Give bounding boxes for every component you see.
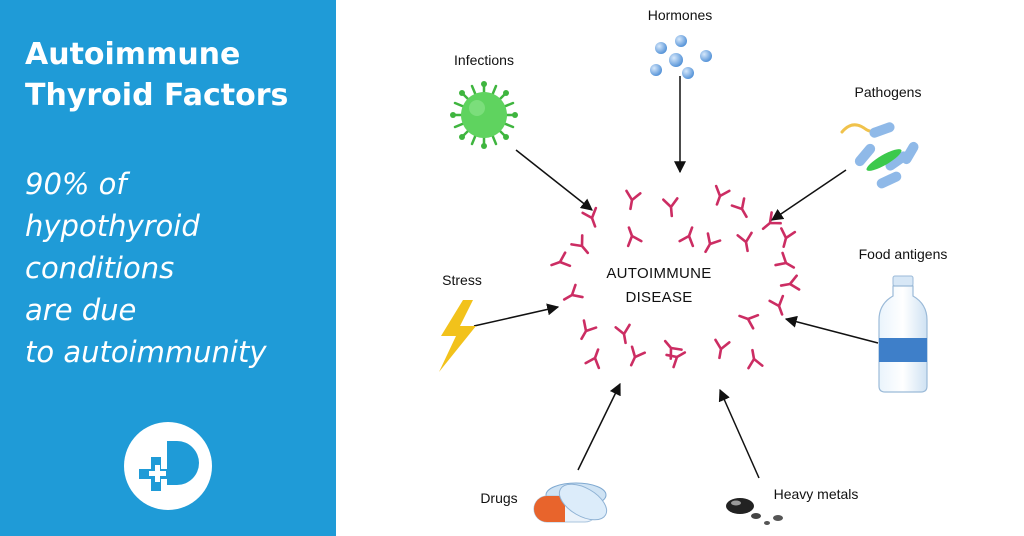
arrow-stress [473, 303, 560, 327]
antibody-icon [547, 251, 572, 273]
factor-label-drugs: Drugs [480, 490, 517, 506]
antibody-icon [621, 223, 643, 248]
antibody-icon [730, 197, 754, 222]
factor-label-heavy-metals: Heavy metals [774, 486, 859, 502]
statement-line: to autoimmunity [25, 335, 267, 369]
antibody-icon [662, 197, 681, 218]
center-label-line-2: DISEASE [625, 289, 692, 306]
factor-label-food-antigens: Food antigens [859, 246, 948, 262]
page-title: Autoimmune Thyroid Factors [25, 34, 288, 116]
antibody-icon [736, 231, 756, 254]
factor-label-stress: Stress [442, 272, 482, 288]
antibody-icon [622, 189, 642, 212]
lightning-bolt-icon [439, 300, 476, 372]
antibody-icon [735, 308, 760, 330]
antibody-icon [744, 347, 764, 370]
center-label-line-1: AUTOIMMUNE [606, 265, 711, 282]
antibody-icon [574, 319, 598, 344]
antibody-icon [623, 345, 647, 370]
metal-droplets-icon [726, 498, 783, 525]
hormone-molecules-icon [650, 35, 712, 79]
antibody-icon [774, 251, 799, 275]
factor-label-infections: Infections [454, 52, 514, 68]
title-line-1: Autoimmune [25, 37, 241, 72]
milk-bottle-icon [878, 275, 928, 393]
antibody-icon [775, 227, 797, 250]
antibody-icon [678, 223, 700, 248]
antibody-icon [581, 206, 603, 231]
factor-label-pathogens: Pathogens [855, 84, 922, 100]
title-line-2: Thyroid Factors [25, 78, 289, 113]
arrow-heavy-metals [718, 388, 760, 479]
statement-line: 90% of [25, 167, 127, 201]
antibody-icon [711, 338, 731, 361]
arrow-infections [515, 149, 593, 211]
antibody-icon [570, 234, 595, 259]
antibody-icon [778, 274, 801, 294]
arrow-pathogens [771, 169, 847, 221]
antibody-icon [559, 283, 584, 307]
statement-line: hypothyroid [25, 209, 200, 243]
arrow-food-antigens [784, 315, 879, 344]
antibody-icon [614, 323, 634, 346]
antibody-icon [698, 232, 722, 257]
virus-icon [450, 81, 518, 149]
pills-icon [533, 482, 608, 523]
autoimmune-factors-diagram: AUTOIMMUNE DISEASE [439, 7, 948, 525]
arrow-drugs [577, 382, 621, 471]
medical-logo-icon [124, 422, 212, 510]
antibody-icon [768, 294, 790, 319]
arrows [473, 76, 879, 479]
bacteria-icon [840, 122, 919, 189]
antibody-icon [584, 345, 606, 370]
statistic-statement: 90% of hypothyroid conditions are due to… [25, 163, 267, 373]
antibody-icon [709, 184, 731, 209]
factor-label-hormones: Hormones [648, 7, 713, 23]
statement-line: are due [25, 293, 137, 327]
statement-line: conditions [25, 251, 175, 285]
left-panel: Autoimmune Thyroid Factors 90% of hypoth… [0, 0, 336, 536]
